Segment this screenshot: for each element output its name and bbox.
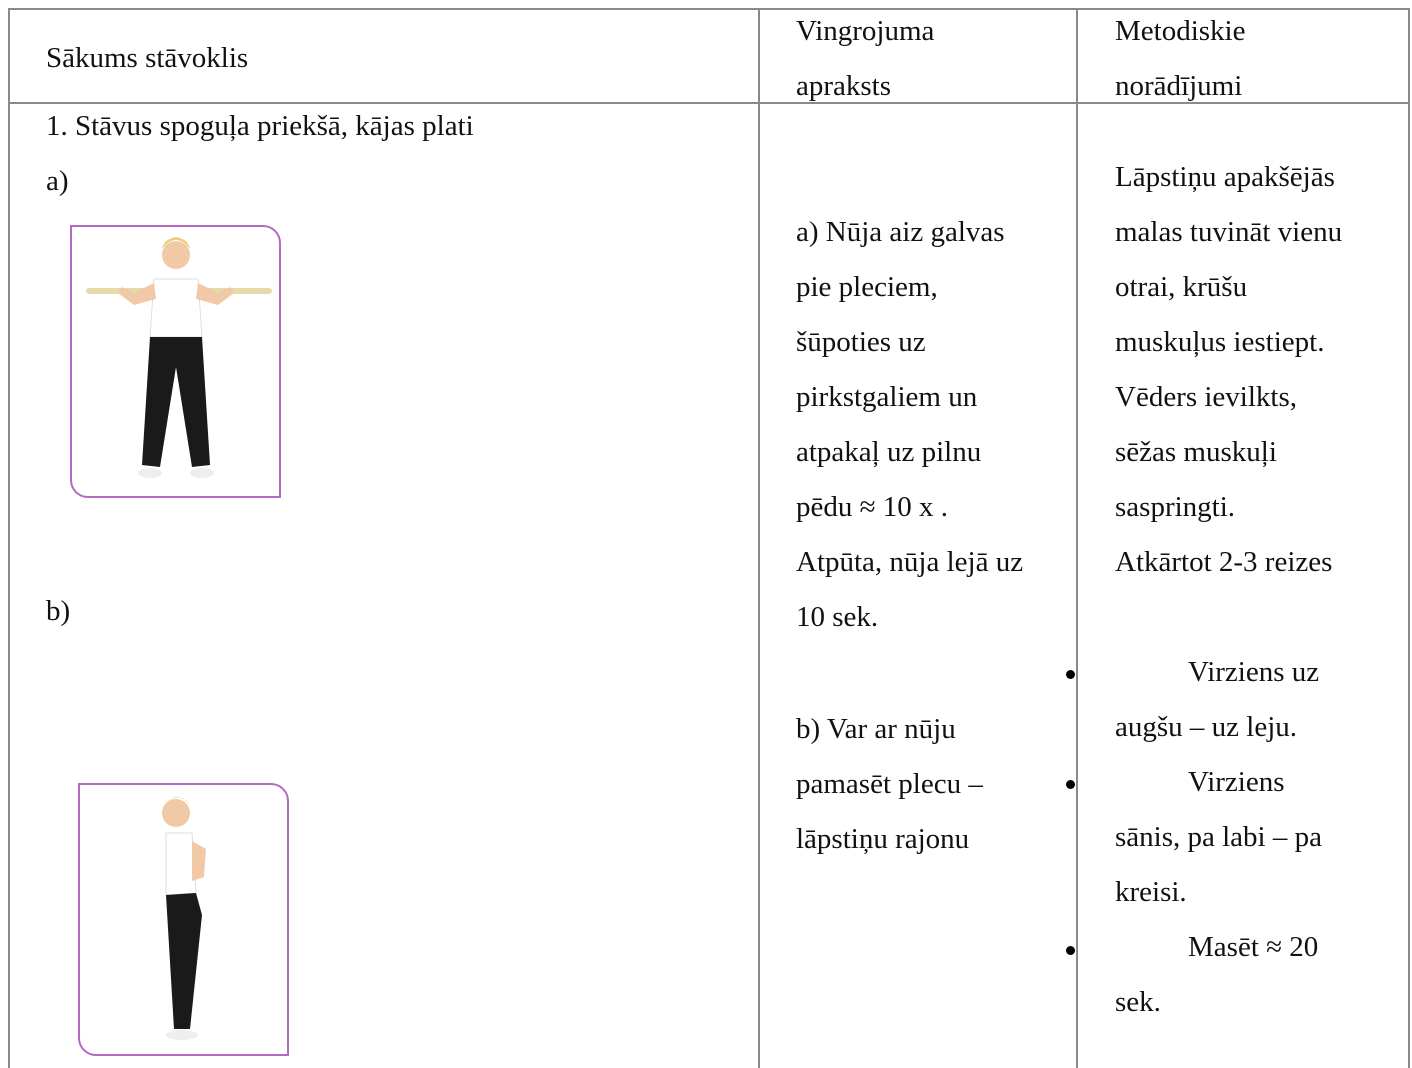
- bullet-2-rest: sānis, pa labi – pa: [1115, 821, 1322, 853]
- description-a-line: šūpoties uz: [796, 326, 926, 358]
- description-a-line: Atpūta, nūja lejā uz: [796, 546, 1024, 578]
- bullet-3-rest: sek.: [1115, 986, 1161, 1018]
- header-col2-line1: Vingrojuma: [796, 15, 935, 47]
- header-col3: Metodiskie norādījumi: [1115, 14, 1246, 103]
- bullet-2-cont: kreisi.: [1115, 876, 1187, 908]
- woman-front-figure: [86, 237, 272, 478]
- label-a: a): [46, 165, 69, 197]
- header-col2: Vingrojuma apraksts: [796, 14, 934, 103]
- method-line: saspringti.: [1115, 491, 1236, 523]
- header-col3-line2: norādījumi: [1115, 70, 1243, 102]
- description-a-line: pirkstgaliem un: [796, 381, 978, 413]
- bullet-dot-3: [1066, 946, 1075, 955]
- header-bottom-border: [8, 102, 1410, 104]
- woman-side-figure: [162, 797, 206, 1040]
- method-line: Vēders ievilkts,: [1115, 381, 1298, 413]
- bullet-3-first: Masēt ≈ 20: [1188, 931, 1319, 963]
- exercise-heading: 1. Stāvus spoguļa priekšā, kājas plati: [46, 110, 474, 142]
- exercise-photo-front: [70, 225, 281, 498]
- description-a-line: pie pleciem,: [796, 271, 938, 303]
- header-col2-line2: apraksts: [796, 70, 892, 102]
- table-right-border: [1408, 8, 1410, 1068]
- description-a-line: pēdu ≈ 10 x .: [796, 491, 949, 523]
- method-line: muskuļus iestiept.: [1115, 326, 1325, 358]
- description-b-line: b) Var ar nūju: [796, 713, 956, 745]
- description-b-line: pamasēt plecu –: [796, 768, 983, 800]
- column-divider-1: [758, 8, 760, 1068]
- table-top-border: [8, 8, 1410, 10]
- bullet-dot-2: [1066, 780, 1075, 789]
- exercise-photo-side: [78, 783, 289, 1056]
- method-line: malas tuvināt vienu: [1115, 216, 1343, 248]
- method-line: sēžas muskuļi: [1115, 436, 1277, 468]
- column-divider-2: [1076, 8, 1078, 1068]
- method-spacer: [1115, 600, 1342, 655]
- description-a: a) Nūja aiz galvas pie pleciem, šūpoties…: [796, 215, 1023, 655]
- description-b: b) Var ar nūju pamasēt plecu – lāpstiņu …: [796, 712, 983, 877]
- bullet-1-first: Virziens uz: [1188, 656, 1320, 688]
- table-left-border: [8, 8, 10, 1068]
- description-b-line: lāpstiņu rajonu: [796, 823, 970, 855]
- description-a-line: a) Nūja aiz galvas: [796, 216, 1005, 248]
- bullet-1-rest: augšu – uz leju.: [1115, 711, 1298, 743]
- bullet-dot-1: [1066, 670, 1075, 679]
- method-line: Lāpstiņu apakšējās: [1115, 161, 1335, 193]
- description-a-line: atpakaļ uz pilnu: [796, 436, 982, 468]
- bullet-2-first: Virziens: [1188, 766, 1285, 798]
- method-line: Atkārtot 2-3 reizes: [1115, 546, 1333, 578]
- header-col1: Sākums stāvoklis: [46, 42, 249, 74]
- method-line: otrai, krūšu: [1115, 271, 1248, 303]
- label-b: b): [46, 595, 71, 627]
- header-col3-line1: Metodiskie: [1115, 15, 1246, 47]
- method-notes: Lāpstiņu apakšējās malas tuvināt vienu o…: [1115, 160, 1342, 1040]
- description-a-line: 10 sek.: [796, 601, 879, 633]
